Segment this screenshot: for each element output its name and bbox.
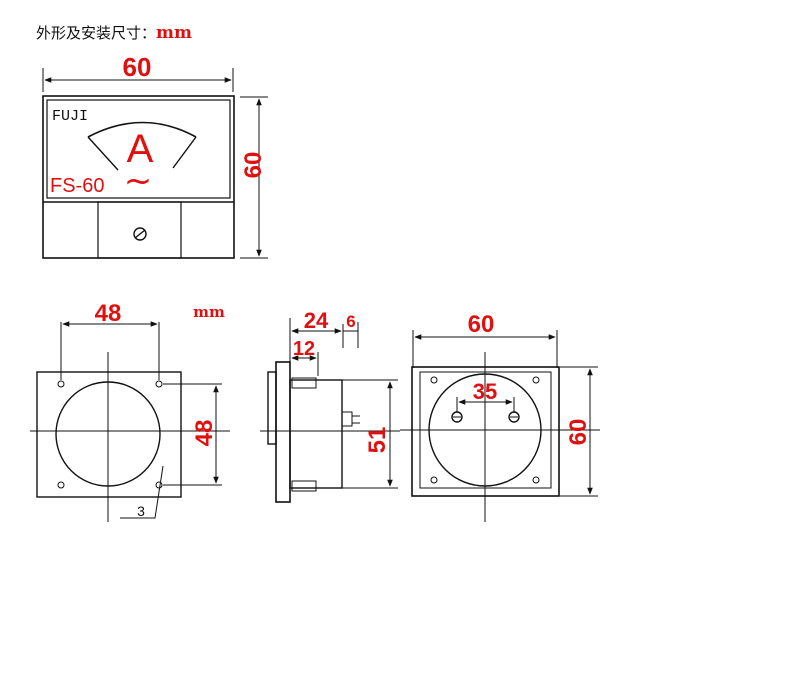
side-terminal-block (341, 411, 353, 427)
side-lower-stud (291, 480, 317, 492)
back-hole-bottom-right (532, 476, 540, 484)
mount-hole-bottom-left (57, 481, 65, 489)
mount-hole-bottom-right (155, 481, 163, 489)
side-inner-depth-label: 12 (293, 338, 315, 360)
dial-right-edge (172, 136, 197, 169)
ampere-symbol: A (127, 127, 154, 171)
side-body-case (289, 379, 343, 489)
back-hole-top-left (430, 376, 438, 384)
page-title: 外形及安装尺寸：mm (36, 22, 192, 43)
back-width-label: 60 (468, 311, 495, 338)
back-panel-inner (419, 371, 552, 489)
dial-left-edge (87, 136, 119, 171)
mount-unit-label: mm (193, 303, 225, 321)
meter-dial-window (46, 99, 231, 199)
front-width-label: 60 (123, 52, 152, 82)
side-terminal-depth-label: 6 (346, 312, 355, 331)
front-height-label: 60 (240, 152, 267, 179)
zero-adjust-screw-icon (133, 227, 147, 241)
mount-panel-outline (36, 371, 182, 498)
back-height-label: 60 (565, 419, 592, 446)
zero-adjust-panel (97, 201, 182, 259)
brand-label: FUJI (52, 108, 88, 125)
mount-top-spacing-label: 48 (95, 300, 122, 327)
mount-hole-top-right (155, 380, 163, 388)
mount-side-spacing-label: 48 (191, 420, 218, 447)
dial-scale-arc (87, 121, 197, 138)
zero-adjust-screw-slot (134, 229, 146, 239)
ac-symbol-icon: ~ (124, 161, 153, 201)
model-label: FS-60 (50, 175, 104, 197)
back-view: 60 35 60 (400, 311, 600, 522)
hole-diameter-leader (120, 465, 164, 519)
back-hole-top-right (532, 376, 540, 384)
hole-diameter-label: 3 (137, 503, 145, 519)
side-view: 24 6 12 51 (260, 308, 400, 503)
back-hole-bottom-left (430, 476, 438, 484)
back-terminal-spacing-label: 35 (473, 379, 497, 404)
side-front-flange (275, 361, 291, 503)
title-unit: mm (156, 23, 192, 43)
mount-hole-top-left (57, 380, 65, 388)
side-total-depth-label: 24 (304, 308, 329, 333)
mounting-view: 48 mm 48 3 (30, 300, 230, 522)
side-diameter-label: 51 (364, 427, 391, 454)
title-text: 外形及安装尺寸： (36, 24, 157, 42)
front-view: 60 60 FUJI A FS-60 ~ (42, 52, 268, 259)
side-upper-stud (291, 377, 317, 389)
side-front-glass (267, 371, 277, 445)
